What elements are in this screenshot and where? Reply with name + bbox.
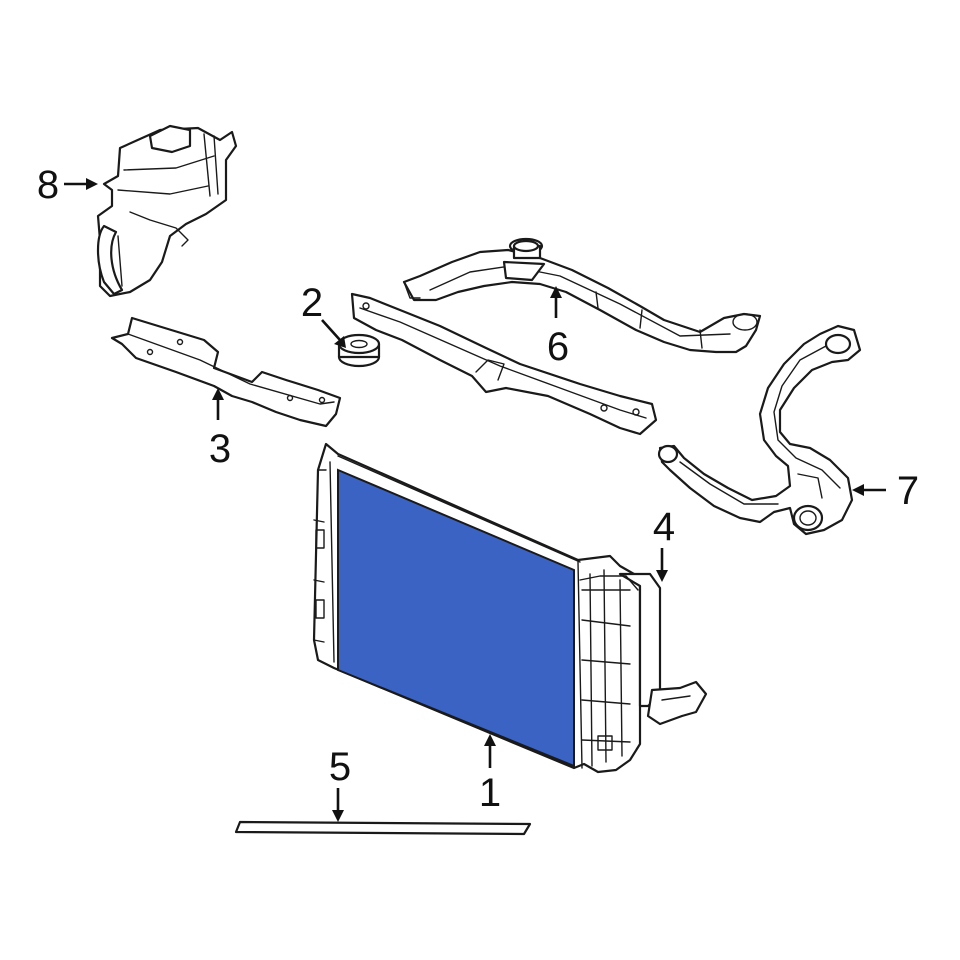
callout-5: 5 bbox=[329, 745, 351, 789]
radiator-core bbox=[337, 468, 575, 768]
mount-grommet[interactable] bbox=[337, 333, 381, 368]
callout-2: 2 bbox=[301, 281, 323, 325]
callout-6: 6 bbox=[547, 325, 569, 369]
coolant-reservoir[interactable] bbox=[96, 124, 238, 298]
radiator[interactable] bbox=[337, 468, 575, 768]
callout-4: 4 bbox=[653, 505, 675, 549]
callout-7: 7 bbox=[897, 469, 919, 513]
callout-1: 1 bbox=[479, 771, 501, 815]
upper-support-bracket[interactable] bbox=[350, 292, 658, 436]
callout-labels: 1 2 3 4 5 6 7 8 bbox=[37, 163, 919, 815]
upper-radiator-hose[interactable] bbox=[402, 237, 762, 354]
seal-strip[interactable] bbox=[234, 820, 532, 836]
leader-arrows bbox=[64, 178, 886, 822]
arrow-2 bbox=[321, 319, 341, 341]
air-deflector[interactable] bbox=[110, 316, 342, 428]
lower-radiator-hose[interactable] bbox=[657, 324, 862, 536]
callout-3: 3 bbox=[209, 427, 231, 471]
callout-8: 8 bbox=[37, 163, 59, 207]
